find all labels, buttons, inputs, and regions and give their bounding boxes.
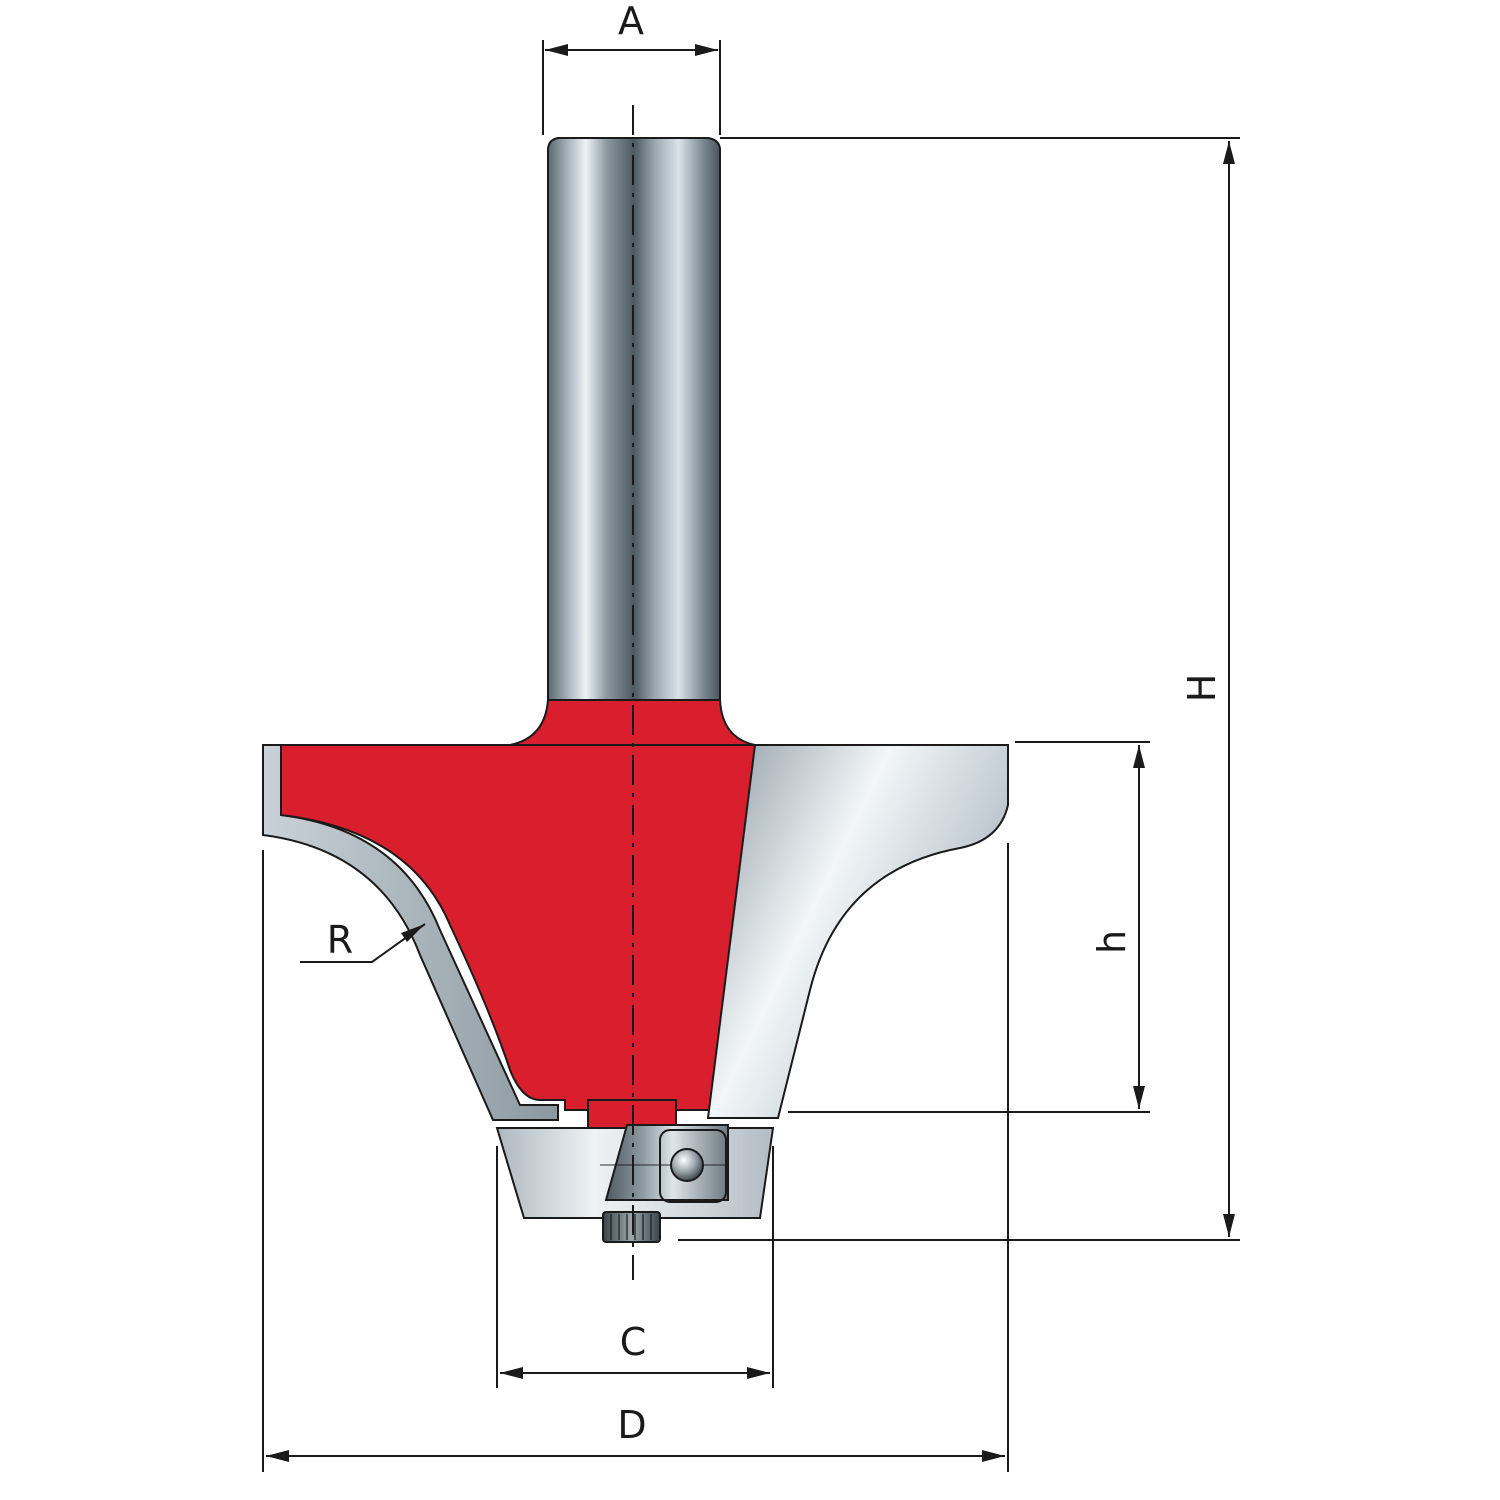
- screw-knurling: [610, 1214, 652, 1240]
- bearing-screw: [602, 1211, 661, 1243]
- label-c: C: [620, 1320, 647, 1364]
- bearing-inner: [604, 1124, 729, 1201]
- dimension-r: [300, 923, 426, 963]
- label-r: R: [327, 918, 353, 962]
- label-h-total: H: [1180, 674, 1224, 703]
- right-steel-wing: [706, 744, 1009, 1119]
- dimension-h-total: [678, 137, 1240, 1241]
- dimension-d: [262, 843, 1009, 1472]
- dimension-c: [496, 1146, 774, 1388]
- bearing-ring: [659, 1129, 727, 1203]
- label-h-cut: h: [1090, 930, 1134, 954]
- bearing-ball: [670, 1148, 704, 1182]
- red-cutter-body: [280, 699, 757, 1111]
- label-a: A: [618, 0, 644, 43]
- label-d: D: [617, 1403, 646, 1447]
- dimension-h-cut: [788, 741, 1150, 1113]
- dimension-a: [542, 40, 721, 135]
